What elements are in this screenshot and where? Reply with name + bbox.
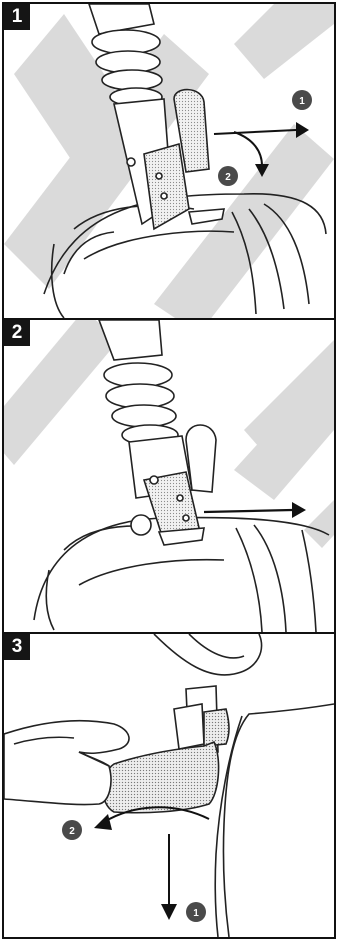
svg-text:1: 1 [299, 96, 305, 107]
step-3-panel: 3 [2, 632, 336, 939]
svg-text:2: 2 [69, 826, 75, 837]
latch-mechanism [102, 685, 230, 814]
hand [4, 719, 130, 806]
clamp-mechanism [113, 88, 225, 231]
clamp-mechanism [128, 424, 217, 546]
action-arrows [94, 806, 210, 920]
handle-coils [98, 320, 179, 446]
callout-1: 1 [186, 902, 206, 922]
callout-1: 1 [292, 90, 312, 110]
stroller-frame [153, 634, 334, 937]
stroller-hood [33, 516, 330, 632]
step-1-panel: 1 [2, 2, 336, 320]
step-3-illustration: 2 1 [4, 634, 334, 937]
step-3-number: 3 [4, 634, 30, 660]
handle-coils [88, 4, 163, 107]
step-1-number: 1 [4, 4, 30, 30]
step-2-panel: 2 [2, 318, 336, 634]
step-2-illustration [4, 320, 334, 632]
svg-text:1: 1 [193, 908, 199, 919]
action-arrows [213, 122, 309, 177]
release-knob [130, 514, 152, 536]
step-2-number: 2 [4, 320, 30, 346]
watermark-stripes [4, 320, 334, 548]
callout-2: 2 [218, 166, 238, 186]
callout-2: 2 [62, 820, 82, 840]
svg-text:2: 2 [225, 172, 231, 183]
step-1-illustration: 1 2 [4, 4, 334, 318]
pull-arrow [203, 502, 306, 518]
